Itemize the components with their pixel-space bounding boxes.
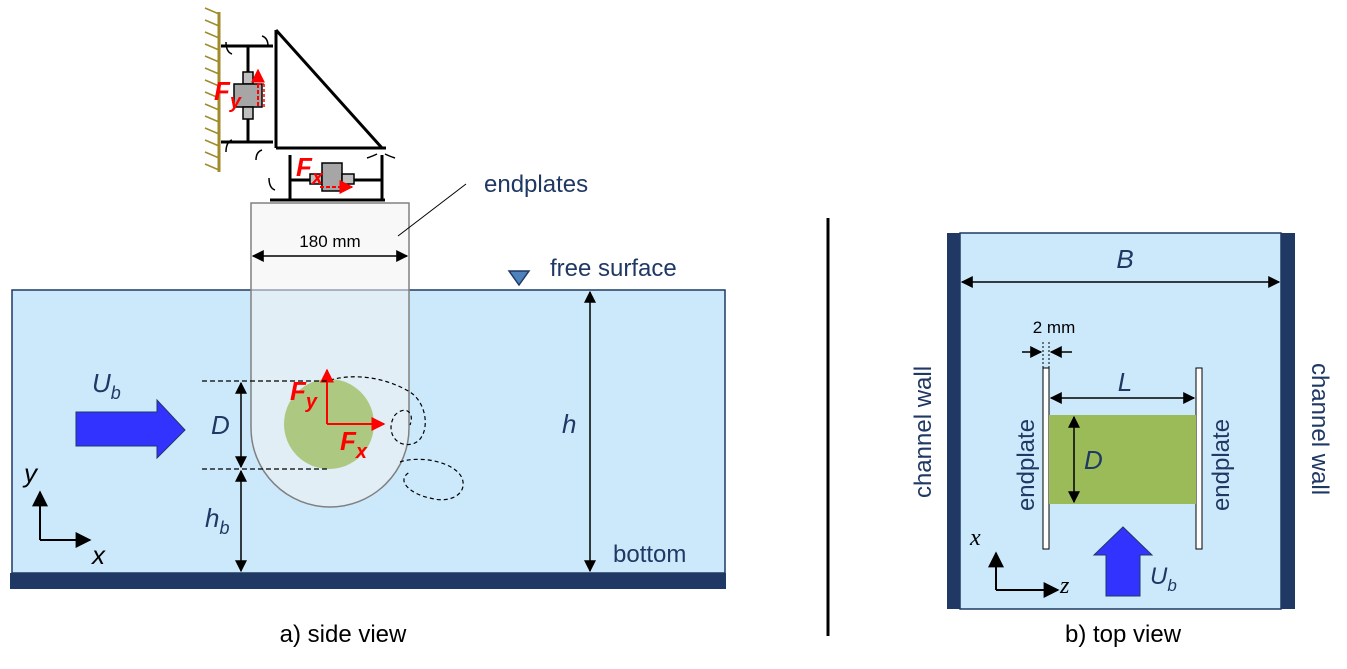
channel-bottom <box>10 573 726 589</box>
endplates-label: endplates <box>484 171 588 198</box>
top-axis-z-label: z <box>1059 573 1070 599</box>
channel-wall-right-label: channel wall <box>1306 363 1333 495</box>
bottom-label: bottom <box>613 541 686 568</box>
cylinder-force-x-label: Fx <box>340 426 368 463</box>
endplate-left-shape <box>1042 367 1050 550</box>
endplate-left-label: endplate <box>1013 419 1040 511</box>
channel-width-label: B <box>1116 244 1133 274</box>
wake-trace <box>329 376 464 501</box>
top-view: B 2 mm L D Ub x z channel wall channel w… <box>910 232 1333 648</box>
diameter-label: D <box>211 410 230 440</box>
frame-force-x-label: Fx <box>296 152 324 189</box>
load-cell-horizontal <box>309 162 355 194</box>
top-flow-arrow <box>1092 526 1154 597</box>
axis-x-label: x <box>90 540 106 570</box>
cylinder-length-label: L <box>1118 367 1132 397</box>
cylinder-force-y-label: Fy <box>290 376 318 413</box>
top-axis-x-label: x <box>969 525 981 551</box>
width-label: 180 mm <box>299 232 360 251</box>
free-surface-label: free surface <box>550 255 677 282</box>
endplate-right-shape <box>1195 367 1203 550</box>
channel-wall-right-bar <box>1281 233 1295 609</box>
flow-velocity-label: Ub <box>92 368 121 403</box>
flow-arrow <box>75 398 186 460</box>
support-frame <box>221 28 386 202</box>
top-view-caption: b) top view <box>1065 621 1182 648</box>
side-view-caption: a) side view <box>280 621 407 648</box>
axis-y-label: y <box>22 458 39 488</box>
depth-label: h <box>562 409 576 439</box>
wall-support <box>204 7 221 172</box>
gap-label: hb <box>205 503 229 538</box>
cylinder-top <box>1049 415 1196 504</box>
frame-force-y-label: Fy <box>214 76 242 113</box>
channel-wall-left-bar <box>947 233 960 609</box>
endplate-right-label: endplate <box>1208 419 1235 511</box>
free-surface-icon <box>507 270 531 287</box>
endplates-leader <box>397 183 467 237</box>
top-diameter-label: D <box>1084 445 1103 475</box>
top-flow-velocity-label: Ub <box>1150 563 1177 595</box>
load-cell-vertical <box>233 68 265 120</box>
frame-brackets <box>225 35 396 191</box>
channel-wall-left-label: channel wall <box>910 366 937 498</box>
plate-thickness-label: 2 mm <box>1033 318 1076 337</box>
side-view: Fy Fx Fy Fx 180 mm endplates fr <box>10 7 726 648</box>
